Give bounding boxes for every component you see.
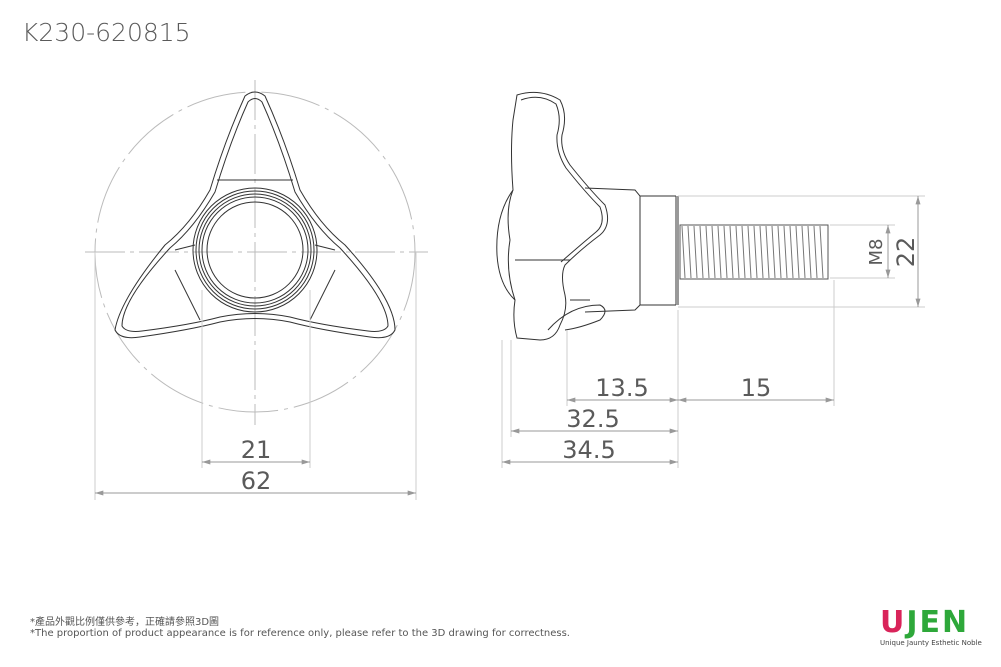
front-view: 21 62 bbox=[85, 80, 428, 500]
front-extension-lines bbox=[94, 252, 417, 500]
threaded-stud bbox=[679, 224, 829, 280]
side-extension-lines bbox=[501, 195, 925, 468]
dim-label-overall-diameter: 62 bbox=[241, 467, 272, 495]
dim-label-hub-length: 13.5 bbox=[595, 374, 648, 402]
logo-tagline: Unique Jaunty Esthetic Noble bbox=[880, 639, 982, 647]
dim-label-body-length: 32.5 bbox=[566, 405, 619, 433]
logo-letters-jen: JEN bbox=[906, 605, 970, 640]
dim-label-thread-length: 15 bbox=[741, 374, 772, 402]
part-number-title: K230-620815 bbox=[22, 18, 191, 47]
ujen-logo: UJEN Unique Jaunty Esthetic Noble bbox=[880, 608, 982, 648]
dim-label-hub-diameter: 22 bbox=[892, 237, 920, 268]
side-view: M8 22 13.5 15 32.5 34.5 bbox=[496, 91, 925, 468]
dim-label-bore-diameter: 21 bbox=[241, 436, 272, 464]
hub-rings bbox=[192, 187, 318, 313]
knob-outline bbox=[114, 91, 396, 339]
knob-side-profile bbox=[496, 91, 609, 341]
hub-body bbox=[584, 187, 679, 313]
dim-label-thread: M8 bbox=[866, 239, 887, 266]
logo-letter-u: U bbox=[880, 605, 907, 640]
disclaimer-chinese: *產品外觀比例僅供參考，正確請參照3D圖 bbox=[30, 617, 220, 628]
disclaimer-english: *The proportion of product appearance is… bbox=[30, 628, 570, 639]
dim-label-overall-length: 34.5 bbox=[562, 436, 615, 464]
logo-wordmark: UJEN bbox=[880, 608, 980, 638]
